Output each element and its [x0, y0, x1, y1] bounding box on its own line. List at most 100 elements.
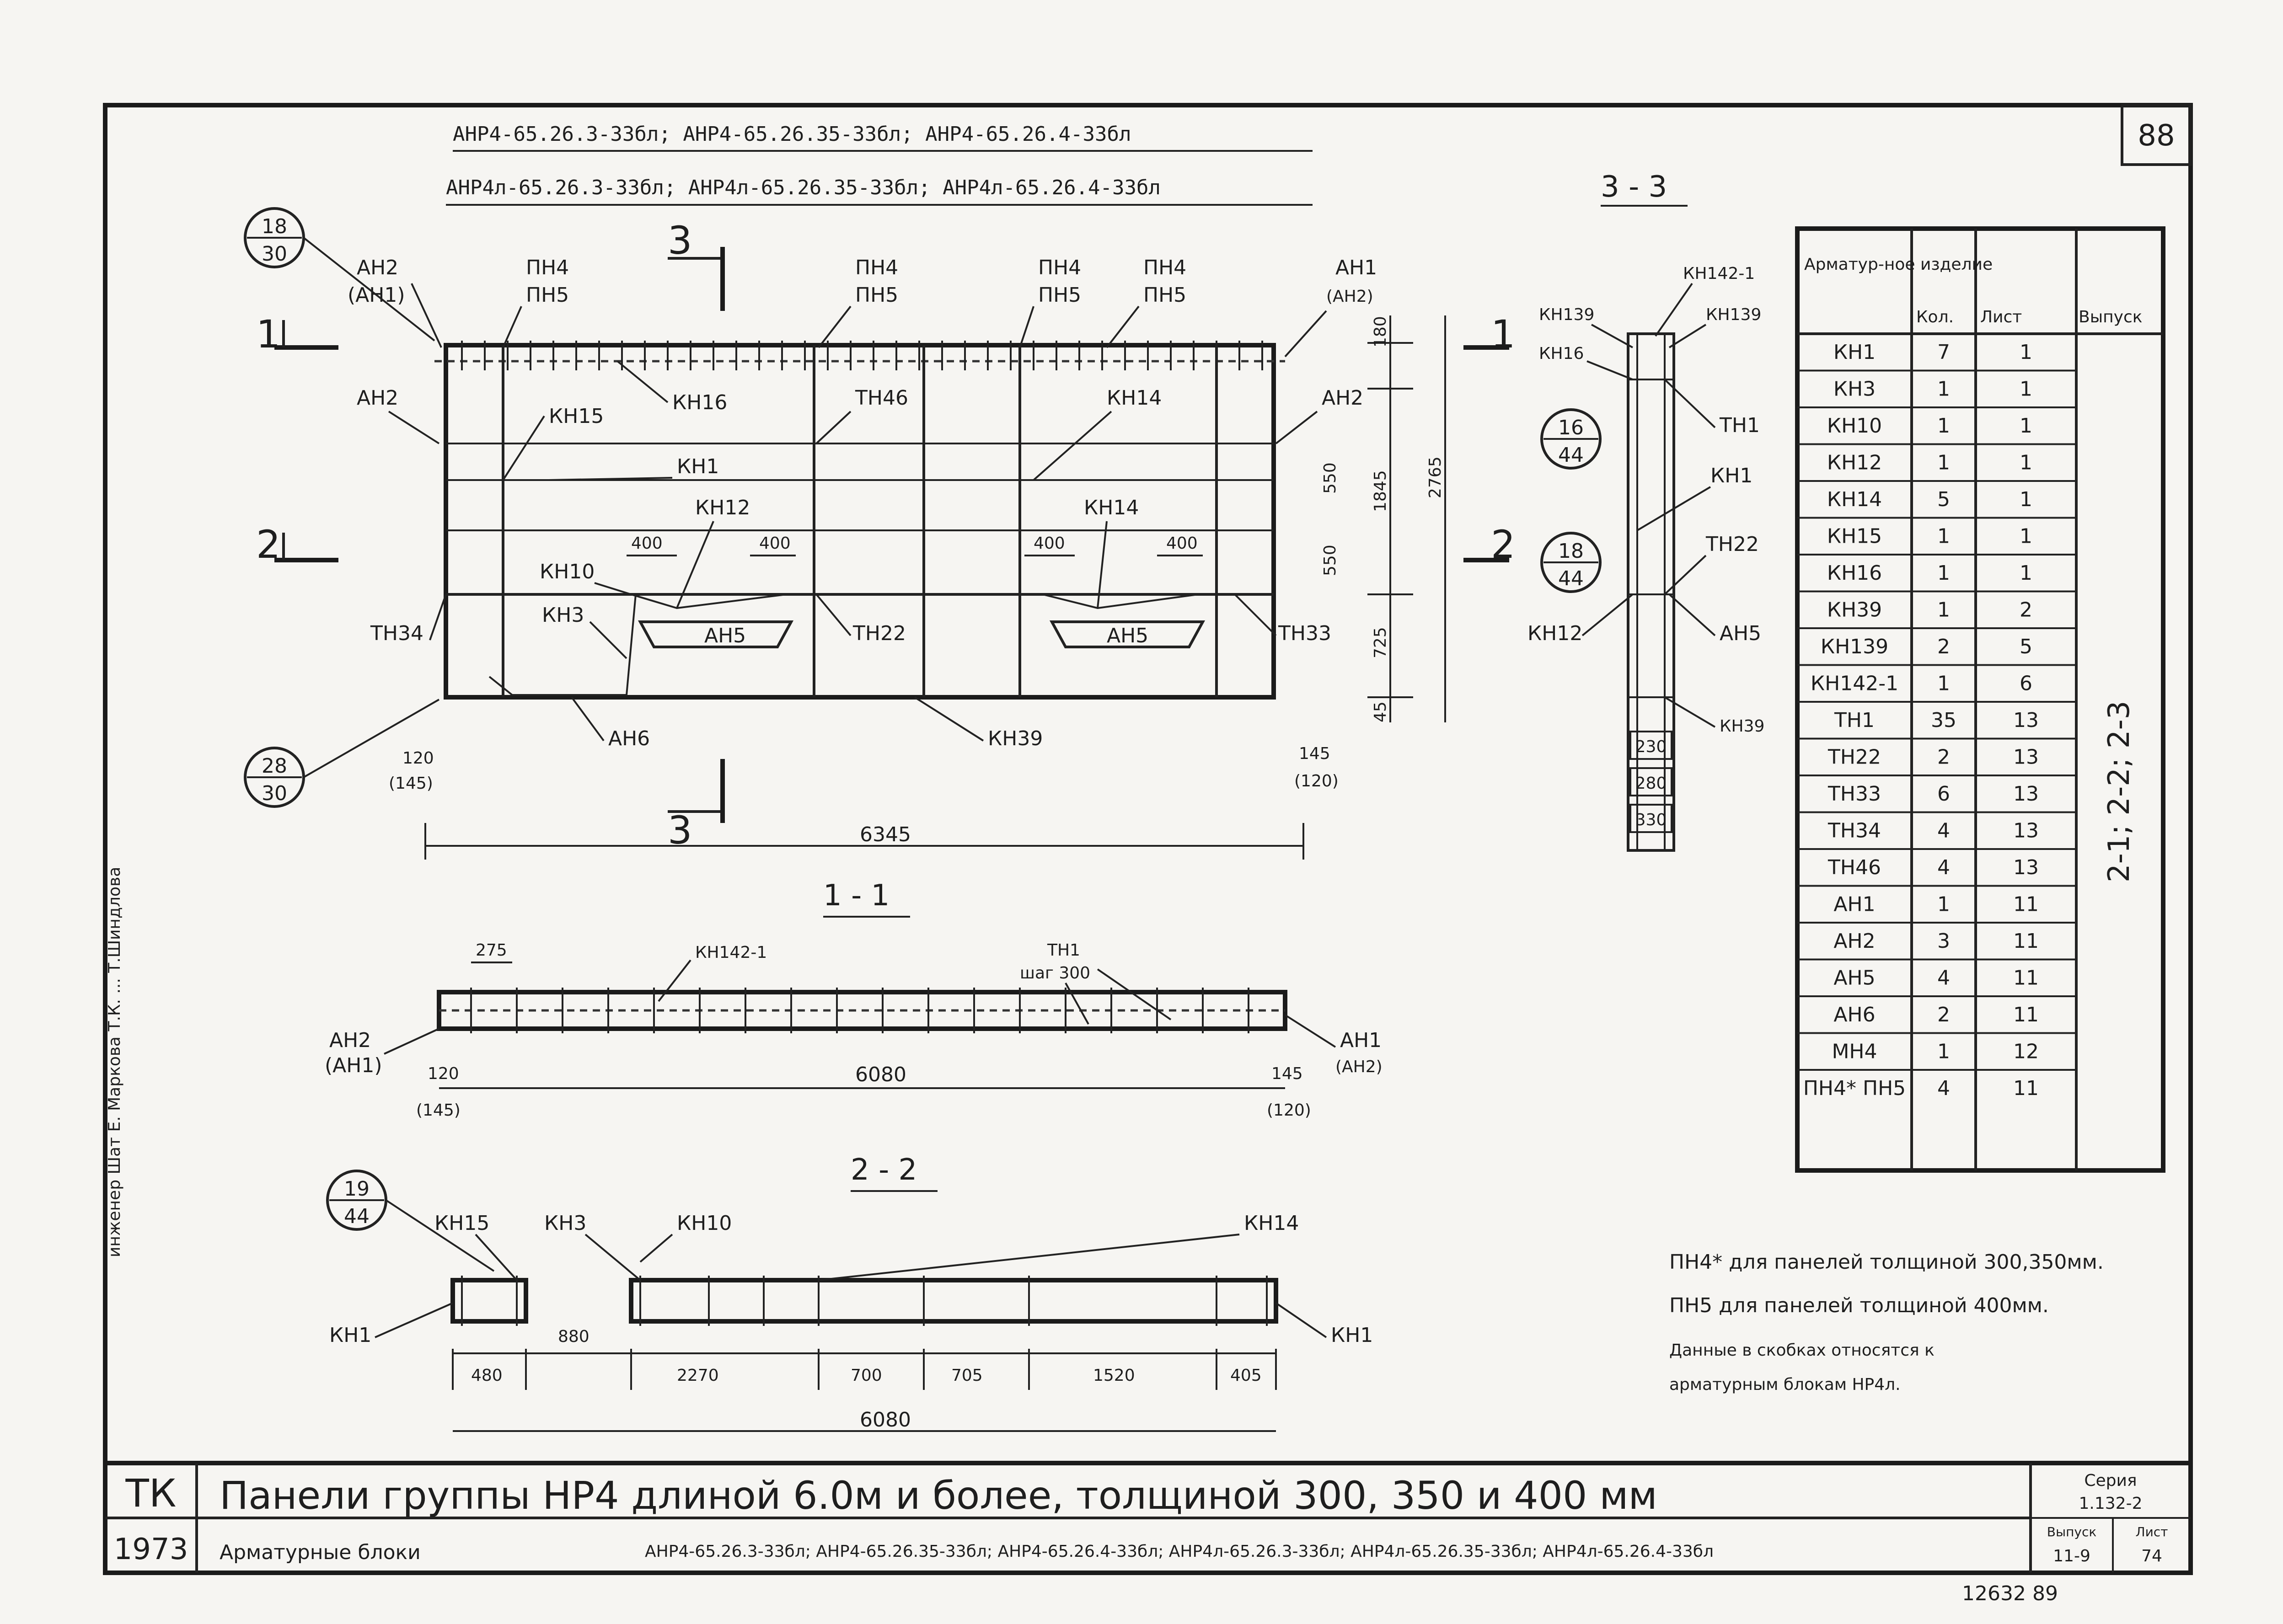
- an5-left-shape: [638, 620, 794, 648]
- an5-right-shape: [1049, 620, 1206, 648]
- table-cell-sheet: 12: [2013, 1040, 2039, 1063]
- svg-text:44: 44: [1558, 567, 1584, 590]
- svg-text:АН2: АН2: [357, 386, 398, 410]
- notes: ПН4* для панелей толщиной 300,350мм. ПН5…: [1669, 1250, 2104, 1394]
- svg-text:550: 550: [1321, 545, 1340, 576]
- table-cell-sheet: 2: [2020, 598, 2032, 622]
- table-cell-qty: 7: [1937, 341, 1950, 364]
- section-1-1-stirrups: [470, 988, 1249, 1033]
- table-cell-item: КН16: [1827, 561, 1882, 585]
- table-cell-qty: 5: [1937, 488, 1950, 511]
- header-line-1: АНР4-65.26.3-33бл; АНР4-65.26.35-33бл; А…: [453, 123, 1131, 146]
- table-cell-item: КН12: [1827, 451, 1882, 475]
- svg-text:АН5: АН5: [1107, 624, 1148, 647]
- table-cell-qty: 1: [1937, 414, 1950, 438]
- svg-text:КН142-1: КН142-1: [1683, 264, 1755, 283]
- svg-text:880: 880: [558, 1327, 590, 1346]
- svg-text:Арматурные блоки: Арматурные блоки: [220, 1541, 421, 1564]
- table-cell-qty: 35: [1931, 709, 1956, 732]
- table-cell-item: КН39: [1827, 598, 1882, 622]
- table-cell-item: АН1: [1833, 893, 1875, 916]
- table-cell-qty: 1: [1937, 598, 1950, 622]
- svg-text:ТК: ТК: [125, 1471, 177, 1516]
- svg-text:Кол.: Кол.: [1916, 308, 1954, 326]
- main-view-labels: АН2 (АН1) АН2 ПН4 ПН5 ПН4 ПН5 ПН4 ПН5 ПН…: [348, 256, 1377, 750]
- svg-text:120: 120: [428, 1064, 459, 1083]
- table-vypusk: 2-1; 2-2; 2-3: [2102, 701, 2136, 882]
- table-cell-sheet: 1: [2020, 561, 2032, 585]
- svg-text:КН14: КН14: [1244, 1212, 1299, 1235]
- svg-text:400: 400: [1166, 534, 1198, 553]
- table-cell-item: ТН1: [1834, 709, 1875, 732]
- svg-text:ПН4: ПН4: [1038, 256, 1081, 279]
- table-cell-sheet: 13: [2013, 819, 2039, 843]
- svg-text:Лист: Лист: [1980, 308, 2022, 326]
- svg-text:КН14: КН14: [1084, 496, 1139, 519]
- svg-text:ТН1: ТН1: [1719, 414, 1760, 437]
- svg-text:АН5: АН5: [1720, 622, 1761, 645]
- svg-text:шаг 300: шаг 300: [1020, 964, 1090, 983]
- svg-text:Арматур-ное изделие: Арматур-ное изделие: [1804, 255, 1993, 274]
- cage-outline: [444, 343, 1276, 700]
- bottom-stamp: 12632 89: [1962, 1582, 2058, 1605]
- table-cell-sheet: 11: [2013, 1003, 2039, 1026]
- table-cell-sheet: 1: [2020, 488, 2032, 511]
- svg-text:275: 275: [476, 941, 507, 960]
- svg-text:КН1: КН1: [677, 455, 719, 478]
- svg-text:КН142-1: КН142-1: [695, 943, 767, 962]
- section-2-2-title: 2 - 2: [851, 1153, 917, 1187]
- svg-text:405: 405: [1230, 1366, 1262, 1385]
- cut-markers: 1 2 3 3 1 2: [256, 218, 1515, 853]
- svg-text:ТН22: ТН22: [1705, 533, 1759, 556]
- table-cell-qty: 4: [1937, 967, 1950, 990]
- svg-text:КН3: КН3: [544, 1212, 586, 1235]
- svg-text:КН14: КН14: [1107, 386, 1162, 410]
- svg-text:КН139: КН139: [1706, 305, 1761, 324]
- table-cell-sheet: 1: [2020, 378, 2032, 401]
- svg-text:(АН1): (АН1): [325, 1054, 382, 1077]
- svg-text:45: 45: [1371, 701, 1390, 722]
- svg-text:ТН46: ТН46: [855, 386, 908, 410]
- svg-text:3: 3: [668, 218, 692, 263]
- table-cell-sheet: 11: [2013, 930, 2039, 953]
- svg-text:1520: 1520: [1093, 1366, 1135, 1385]
- main-view-dimensions: 180 550 550 1845 2765 725 45 400 400 400…: [389, 315, 1446, 860]
- table-cell-item: ТН46: [1827, 856, 1881, 879]
- table-cell-sheet: 13: [2013, 709, 2039, 732]
- svg-text:ТН33: ТН33: [1278, 622, 1331, 645]
- svg-text:ПН4* для панелей толщиной 300,: ПН4* для панелей толщиной 300,350мм.: [1669, 1250, 2104, 1274]
- table-cell-sheet: 13: [2013, 856, 2039, 879]
- svg-text:АН2: АН2: [357, 256, 398, 279]
- sheet-number-box: [2121, 104, 2192, 166]
- top-stirrups: [461, 341, 1263, 370]
- svg-text:11-9: 11-9: [2053, 1547, 2090, 1565]
- table-cell-qty: 2: [1937, 635, 1950, 658]
- table-cell-qty: 4: [1937, 1077, 1950, 1100]
- main-view: [434, 341, 1285, 700]
- svg-text:ПН5 для панелей толщиной 400мм: ПН5 для панелей толщиной 400мм.: [1669, 1294, 2049, 1317]
- svg-text:КН39: КН39: [1720, 717, 1764, 736]
- section-2-2: 2 - 2 КН15 КН3 КН10 КН14 КН1 КН1: [329, 1153, 1373, 1432]
- svg-text:ПН5: ПН5: [1038, 283, 1081, 307]
- svg-text:(АН2): (АН2): [1335, 1058, 1383, 1076]
- section-2-2-posts: [461, 1276, 1268, 1326]
- svg-text:ТН34: ТН34: [370, 622, 423, 645]
- svg-text:КН1: КН1: [329, 1324, 371, 1347]
- table-cell-sheet: 13: [2013, 746, 2039, 769]
- svg-text:КН10: КН10: [677, 1212, 732, 1235]
- svg-text:Данные в скобках относятся к: Данные в скобках относятся к: [1669, 1341, 1935, 1360]
- svg-text:ПН5: ПН5: [855, 283, 898, 307]
- svg-text:480: 480: [471, 1366, 503, 1385]
- table-cell-item: КН10: [1827, 414, 1882, 438]
- svg-text:145: 145: [1299, 744, 1330, 763]
- table-cell-sheet: 1: [2020, 341, 2032, 364]
- table-cell-sheet: 11: [2013, 893, 2039, 916]
- table-cell-item: ПН4* ПН5: [1803, 1077, 1906, 1100]
- table-cell-qty: 1: [1937, 561, 1950, 585]
- svg-text:КН39: КН39: [988, 727, 1043, 750]
- svg-text:1973: 1973: [114, 1533, 188, 1566]
- table-cell-qty: 4: [1937, 819, 1950, 843]
- svg-text:6080: 6080: [855, 1063, 906, 1086]
- svg-text:6080: 6080: [860, 1408, 911, 1432]
